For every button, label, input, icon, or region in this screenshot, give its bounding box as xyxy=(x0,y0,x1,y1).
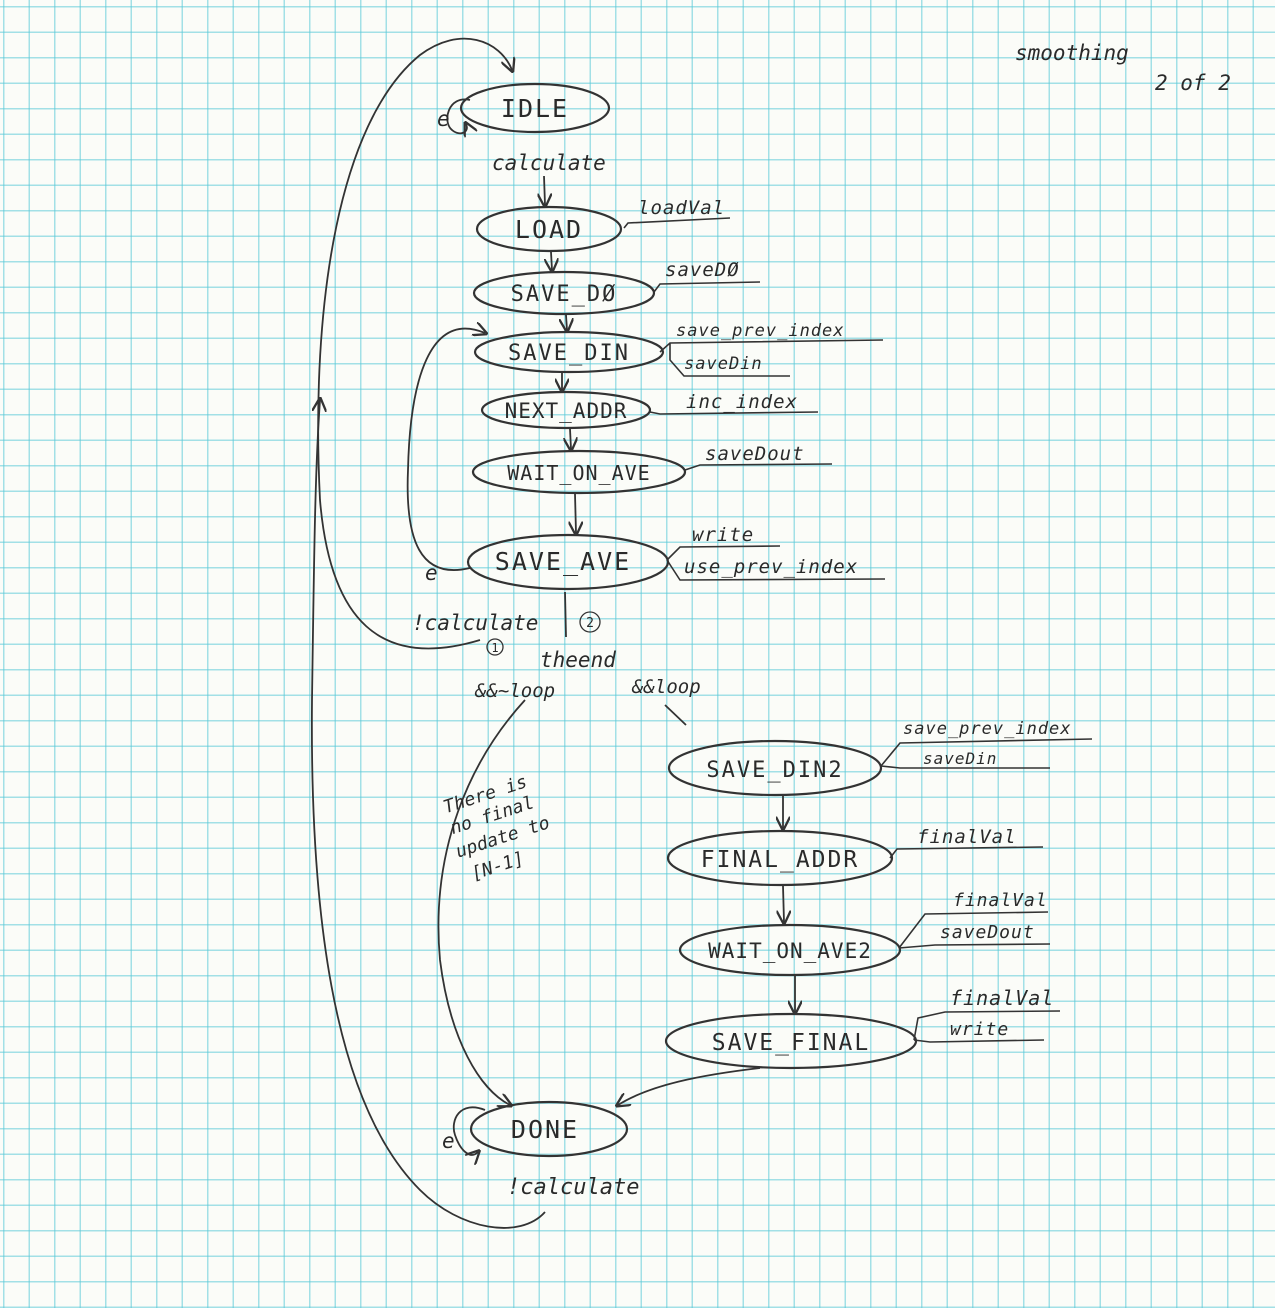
state-load-label: LOAD xyxy=(515,215,583,244)
state-save-ave-label: SAVE_AVE xyxy=(495,547,631,576)
note-no-final-update: There is no final update to [N-1] xyxy=(441,771,553,884)
state-wait-on-ave-label: WAIT_ON_AVE xyxy=(507,461,650,485)
state-idle: IDLE xyxy=(459,82,611,134)
output-loadval: loadVal xyxy=(638,197,725,219)
outputs-wait-on-ave2: finalVal saveDout xyxy=(898,890,1051,949)
outputs-wait-on-ave: saveDout xyxy=(684,443,833,471)
outputs-save-final: finalVal write xyxy=(913,986,1061,1043)
output-save-prev-index-2: save_prev_index xyxy=(903,719,1072,739)
output-inc-index: inc_index xyxy=(686,391,798,413)
output-write-2: write xyxy=(950,1019,1009,1040)
transition-to-save-din2 xyxy=(664,704,687,726)
transition-idle-self-loop: e xyxy=(437,98,470,133)
output-finalval-3: finalVal xyxy=(950,986,1054,1010)
state-save-din2-label: SAVE_DIN2 xyxy=(706,758,843,783)
transition-save-ave-branch: 2 theend &&~loop &&loop xyxy=(474,591,701,702)
output-write: write xyxy=(692,524,754,546)
transition-save-ave-to-save-din: e xyxy=(406,329,485,585)
output-use-prev-index: use_prev_index xyxy=(684,556,858,578)
state-save-din2: SAVE_DIN2 xyxy=(667,739,883,797)
transition-done-to-idle: !calculate xyxy=(310,400,639,1229)
transition-next-addr-to-wait xyxy=(570,428,571,449)
output-saved0: saveDØ xyxy=(665,259,740,281)
marker-1: 1 xyxy=(491,641,498,655)
output-savedin-2: saveDin xyxy=(923,749,997,768)
state-save-final-label: SAVE_FINAL xyxy=(712,1030,870,1056)
state-idle-label: IDLE xyxy=(501,94,569,123)
state-save-ave: SAVE_AVE xyxy=(466,533,670,591)
state-save-din-label: SAVE_DIN xyxy=(508,341,630,366)
outputs-save-din: save_prev_index saveDin xyxy=(659,321,884,377)
transition-save-final-to-done xyxy=(618,1067,761,1105)
label-idle-self: e xyxy=(437,107,450,131)
outputs-save-ave: write use_prev_index xyxy=(666,524,886,581)
output-finalval: finalVal xyxy=(917,826,1017,848)
output-save-prev-index: save_prev_index xyxy=(676,321,845,341)
state-save-final: SAVE_FINAL xyxy=(664,1012,918,1070)
transition-save-ave-to-idle: !calculate 1 xyxy=(317,37,538,656)
state-done: DONE xyxy=(469,1100,629,1158)
label-nloop: &&~loop xyxy=(474,680,555,702)
state-wait-on-ave2: WAIT_ON_AVE2 xyxy=(678,923,902,977)
outputs-next-addr: inc_index xyxy=(649,391,819,415)
state-next-addr: NEXT_ADDR xyxy=(480,390,652,430)
transition-idle-to-load: calculate xyxy=(492,151,606,205)
page-number: 2 of 2 xyxy=(1155,71,1231,95)
output-savedout: saveDout xyxy=(705,443,805,465)
state-save-din: SAVE_DIN xyxy=(473,330,665,374)
label-loop: &&loop xyxy=(631,676,701,698)
state-save-d0-label: SAVE_DØ xyxy=(511,282,618,307)
state-done-label: DONE xyxy=(511,1115,579,1144)
state-final-addr-label: FINAL_ADDR xyxy=(701,847,859,873)
outputs-load: loadVal xyxy=(623,197,731,229)
state-wait-on-ave: WAIT_ON_AVE xyxy=(471,449,687,495)
state-save-d0: SAVE_DØ xyxy=(472,270,656,316)
label-done-self: e xyxy=(442,1129,455,1153)
outputs-final-addr: finalVal xyxy=(889,826,1044,859)
transition-wait-to-save-ave xyxy=(575,493,576,533)
outputs-save-din2: save_prev_index saveDin xyxy=(880,719,1093,769)
transition-done-self-loop: e xyxy=(442,1106,486,1155)
label-theend: theend xyxy=(540,648,616,672)
label-not-calculate-1: !calculate xyxy=(412,611,538,635)
output-savedout-2: saveDout xyxy=(940,922,1035,943)
state-next-addr-label: NEXT_ADDR xyxy=(505,399,628,423)
transition-final-addr-to-wait2 xyxy=(783,885,784,922)
label-save-ave-e: e xyxy=(425,561,438,585)
state-final-addr: FINAL_ADDR xyxy=(666,829,894,887)
transition-save-d0-to-save-din xyxy=(566,314,567,330)
state-wait-on-ave2-label: WAIT_ON_AVE2 xyxy=(708,939,872,963)
label-calculate: calculate xyxy=(492,151,606,175)
output-finalval-2: finalVal xyxy=(953,890,1048,911)
transition-nloop-to-done xyxy=(437,699,526,1105)
label-not-calculate-2: !calculate xyxy=(507,1175,639,1200)
outputs-save-d0: saveDØ xyxy=(653,259,761,293)
state-load: LOAD xyxy=(475,205,623,253)
output-savedin: saveDin xyxy=(684,354,763,374)
marker-2: 2 xyxy=(586,616,594,631)
transition-load-to-save-d0 xyxy=(551,251,552,270)
page-title: smoothing xyxy=(1015,41,1129,65)
